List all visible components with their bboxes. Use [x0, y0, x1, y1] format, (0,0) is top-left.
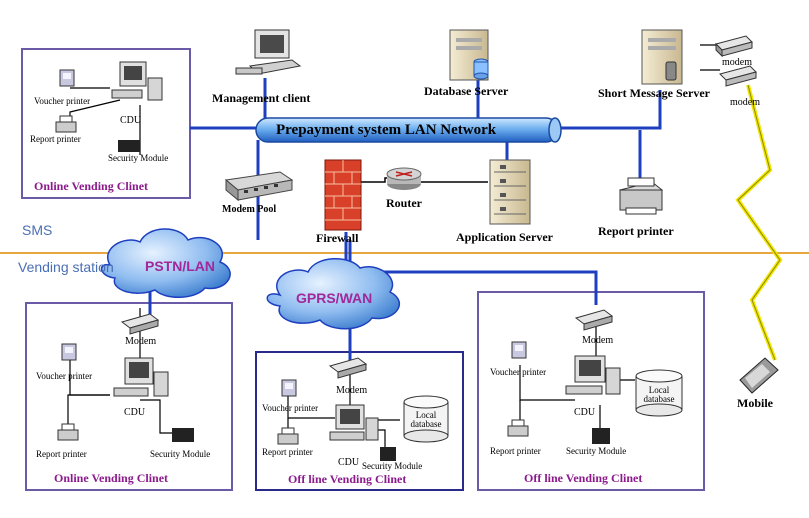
client-br-voucher-label: Voucher printer: [490, 367, 547, 377]
client-top-security-icon: [118, 140, 140, 152]
client-bm-report-icon: [277, 427, 299, 445]
client-top-cdu-label: CDU: [120, 115, 142, 126]
client-br-report-label: Report printer: [490, 446, 541, 456]
box-online-top: [21, 48, 191, 199]
mobile-icon: [739, 357, 779, 394]
cloud-pstn: [100, 228, 231, 298]
client-bl-report-label: Report printer: [36, 449, 87, 459]
client-br-modem-icon: [574, 309, 614, 331]
zone-vending-label: Vending station: [18, 259, 114, 275]
database-server-icon: [449, 29, 489, 81]
client-br-voucher-icon: [511, 341, 527, 359]
management-computer-icon: [235, 29, 302, 75]
client-top-report-icon: [55, 115, 77, 133]
client-bl-security-label: Security Module: [150, 449, 211, 459]
sms-modem-label-b: modem: [730, 97, 760, 108]
server-report-printer-label: Report printer: [598, 224, 674, 238]
network-links: [148, 78, 662, 362]
router-icon: [386, 167, 422, 190]
client-br-security-label: Security Module: [566, 446, 627, 456]
database-server-label: Database Server: [424, 84, 509, 98]
client-bm-security-icon: [380, 447, 396, 461]
client-top-voucher-label: Voucher printer: [34, 96, 91, 106]
client-bm-modem-icon: [328, 357, 368, 379]
client-bm-title: Off line Vending Clinet: [288, 472, 407, 486]
client-bl-cdu-icon: [113, 357, 169, 397]
sms-modem-icon-b: [719, 65, 757, 87]
client-br-title: Off line Vending Clinet: [524, 471, 643, 485]
client-bm-cdu-icon: [329, 404, 379, 441]
server-report-printer-icon: [618, 177, 664, 215]
client-bl-voucher-icon: [61, 343, 77, 361]
client-bm-security-label: Security Module: [362, 461, 423, 471]
client-br-database-label: Local database: [643, 385, 675, 405]
router-label: Router: [386, 196, 422, 210]
lan-bus: [255, 117, 562, 143]
client-top-voucher-icon: [59, 69, 75, 87]
client-bl-modem-icon: [120, 313, 160, 335]
firewall-icon: [324, 159, 362, 231]
client-bl-title: Online Vending Clinet: [54, 471, 169, 485]
client-bm-voucher-icon: [281, 379, 297, 397]
sms-modem-icon-a: [715, 35, 753, 58]
client-bl-voucher-label: Voucher printer: [36, 371, 93, 381]
client-top-title: Online Vending Clinet: [34, 179, 149, 193]
client-top-report-label: Report printer: [30, 134, 81, 144]
client-bm-voucher-label: Voucher printer: [262, 403, 319, 413]
client-bl-security-icon: [172, 428, 194, 442]
pstn-cloud-label: PSTN/LAN: [145, 258, 215, 274]
client-bm-cdu-label: CDU: [338, 457, 360, 468]
application-server-label: Application Server: [456, 230, 553, 244]
client-br-report-icon: [507, 419, 529, 437]
box-offline-middle: [255, 351, 464, 491]
mobile-label: Mobile: [737, 396, 773, 410]
client-top-cdu-icon: [111, 61, 163, 101]
lan-bus-label: Prepayment system LAN Network: [276, 122, 497, 138]
cloud-gprs: [266, 257, 401, 330]
box-offline-right: [477, 291, 705, 491]
client-top-security-label: Security Module: [108, 153, 169, 163]
firewall-label: Firewall: [316, 231, 359, 245]
client-bm-database-label: Local database: [410, 410, 442, 430]
client-br-cdu-icon: [565, 355, 621, 395]
modem-pool-icon: [224, 171, 294, 202]
sms-server-label: Short Message Server: [598, 86, 710, 100]
client-br-database-icon: [635, 369, 683, 417]
client-bm-database-icon: [403, 395, 449, 443]
client-bl-cdu-label: CDU: [124, 407, 146, 418]
client-bm-modem-label: Modem: [336, 385, 368, 396]
management-client-label: Management client: [212, 91, 311, 105]
client-br-cdu-label: CDU: [574, 407, 596, 418]
zone-sms-label: SMS: [22, 222, 53, 238]
gprs-cloud-label: GPRS/WAN: [296, 290, 373, 306]
sms-modem-label-a: modem: [722, 57, 752, 68]
client-br-security-icon: [592, 428, 610, 444]
router-link: [360, 177, 488, 183]
application-server-icon: [489, 159, 531, 225]
client-bl-report-icon: [57, 423, 79, 441]
box-online-bottom: [25, 302, 233, 491]
client-bm-report-label: Report printer: [262, 447, 313, 457]
client-br-modem-label: Modem: [582, 335, 614, 346]
modem-pool-label: Modem Pool: [222, 204, 277, 215]
client-bl-modem-label: Modem: [125, 336, 157, 347]
sms-server-icon: [641, 29, 683, 85]
